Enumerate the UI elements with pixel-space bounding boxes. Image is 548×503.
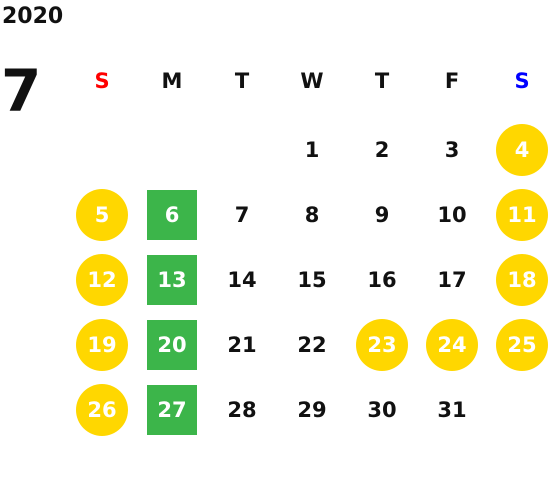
day-2[interactable]: 2 <box>374 138 390 162</box>
day-26[interactable]: 26 <box>76 384 128 436</box>
day-10[interactable]: 10 <box>437 203 467 227</box>
day-9[interactable]: 9 <box>374 203 390 227</box>
day-18[interactable]: 18 <box>496 254 548 306</box>
day-22[interactable]: 22 <box>297 333 327 357</box>
day-7[interactable]: 7 <box>234 203 250 227</box>
day-20[interactable]: 20 <box>147 320 197 370</box>
day-3[interactable]: 3 <box>444 138 460 162</box>
day-16[interactable]: 16 <box>367 268 397 292</box>
weekday-header-tue: T <box>234 69 250 93</box>
weekday-header-thu: T <box>374 69 390 93</box>
day-12[interactable]: 12 <box>76 254 128 306</box>
day-13[interactable]: 13 <box>147 255 197 305</box>
day-5[interactable]: 5 <box>76 189 128 241</box>
day-6[interactable]: 6 <box>147 190 197 240</box>
day-14[interactable]: 14 <box>227 268 257 292</box>
day-8[interactable]: 8 <box>304 203 320 227</box>
day-27[interactable]: 27 <box>147 385 197 435</box>
day-4[interactable]: 4 <box>496 124 548 176</box>
day-28[interactable]: 28 <box>227 398 257 422</box>
day-31[interactable]: 31 <box>437 398 467 422</box>
day-29[interactable]: 29 <box>297 398 327 422</box>
day-1[interactable]: 1 <box>304 138 320 162</box>
day-24[interactable]: 24 <box>426 319 478 371</box>
weekday-header-wed: W <box>300 69 324 93</box>
weekday-header-sat: S <box>514 69 530 93</box>
day-21[interactable]: 21 <box>227 333 257 357</box>
year-label: 2020 <box>2 4 64 29</box>
day-17[interactable]: 17 <box>437 268 467 292</box>
weekday-header-sun: S <box>94 69 110 93</box>
weekday-header-fri: F <box>444 69 460 93</box>
day-11[interactable]: 11 <box>496 189 548 241</box>
day-23[interactable]: 23 <box>356 319 408 371</box>
day-19[interactable]: 19 <box>76 319 128 371</box>
day-30[interactable]: 30 <box>367 398 397 422</box>
weekday-header-mon: M <box>161 69 183 93</box>
day-25[interactable]: 25 <box>496 319 548 371</box>
month-number: 7 <box>1 57 42 125</box>
day-15[interactable]: 15 <box>297 268 327 292</box>
